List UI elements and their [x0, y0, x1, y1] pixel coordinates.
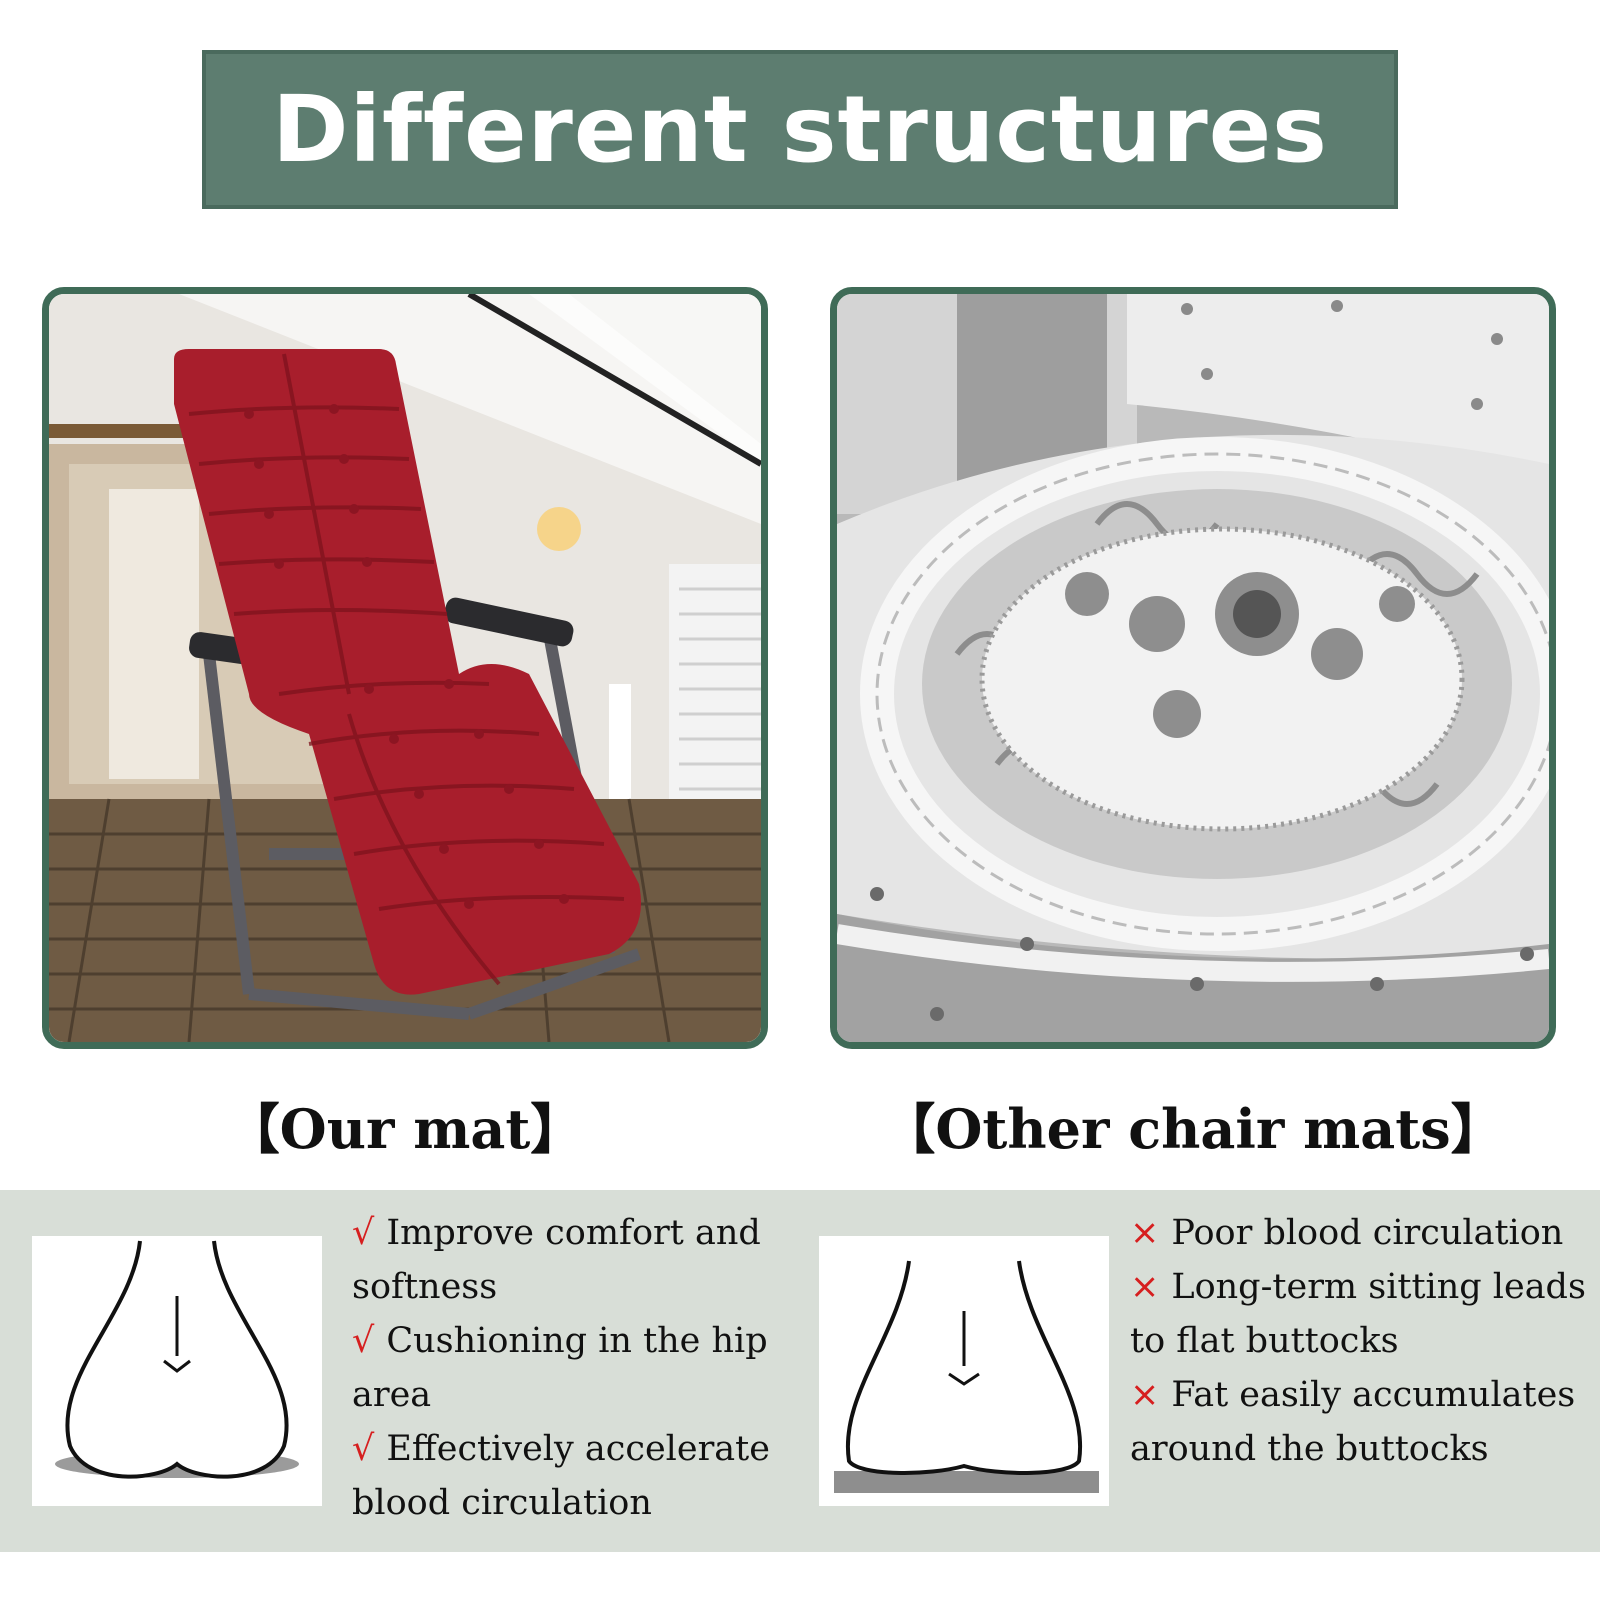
check-icon: √: [352, 1429, 375, 1469]
check-icon: √: [352, 1321, 375, 1361]
cross-icon: ×: [1130, 1267, 1160, 1307]
other-mat-caption: 【Other chair mats】: [881, 1097, 1505, 1161]
our-mat-photo: [42, 287, 768, 1049]
page-title: Different structures: [272, 76, 1328, 183]
title-banner: Different structures: [202, 50, 1398, 209]
cross-icon: ×: [1130, 1213, 1160, 1253]
other-mat-photo: [830, 287, 1556, 1049]
our-mat-benefits: √Improve comfort and softness √Cushionin…: [352, 1206, 782, 1530]
list-item: ×Fat easily accumulates around the butto…: [1130, 1375, 1576, 1469]
cross-icon: ×: [1130, 1375, 1160, 1415]
list-item: √Cushioning in the hip area: [352, 1321, 768, 1415]
list-item: √Improve comfort and softness: [352, 1213, 761, 1307]
our-mat-caption: 【Our mat】: [225, 1097, 585, 1161]
flat-buttocks-diagram: [819, 1236, 1109, 1506]
other-mat-drawbacks: ×Poor blood circulation ×Long-term sitti…: [1130, 1206, 1590, 1476]
list-item: ×Long-term sitting leads to flat buttock…: [1130, 1267, 1586, 1361]
rounded-buttocks-diagram: [32, 1236, 322, 1506]
list-item: ×Poor blood circulation: [1130, 1213, 1564, 1253]
check-icon: √: [352, 1213, 375, 1253]
list-item: √Effectively accelerate blood circulatio…: [352, 1429, 770, 1523]
